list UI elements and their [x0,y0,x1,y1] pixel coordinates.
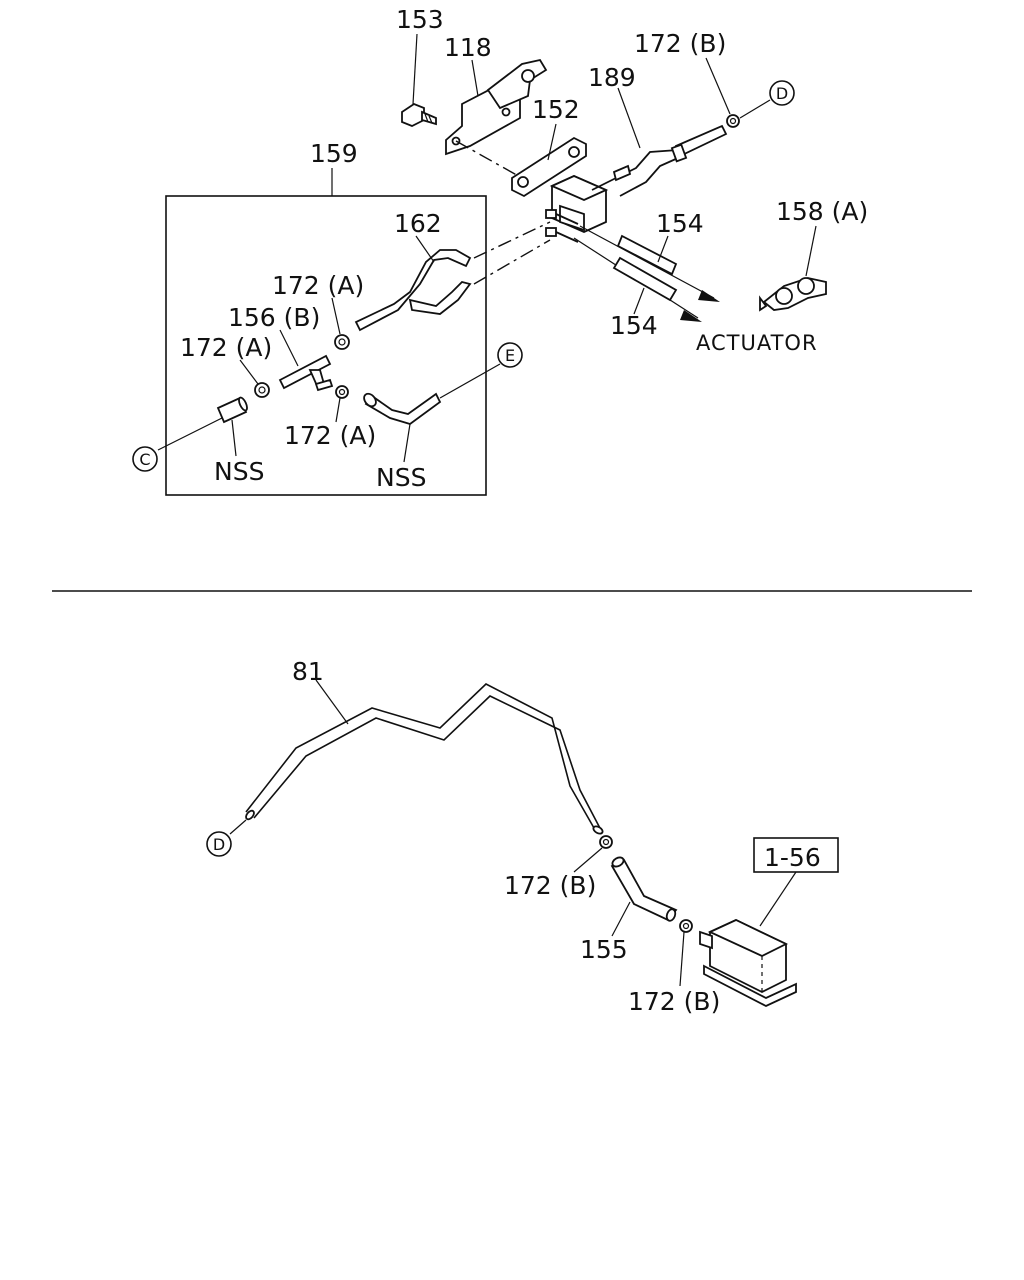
label-172b-bottom: 172 (B) [628,987,720,1016]
label-162: 162 [394,209,442,238]
svg-text:E: E [505,346,515,365]
leader-156b [279,329,299,367]
label-172a-3: 172 (A) [284,421,376,450]
marker-e: E [497,342,523,368]
leader-172a-3 [335,397,341,423]
hose-155 [610,856,678,922]
plate-152 [511,136,587,198]
label-156b: 156 (B) [228,303,320,332]
label-154-a: 154 [656,209,704,238]
leader-172b-top [705,57,731,115]
leader-172b-mid [573,847,603,873]
leader-172a-2 [239,359,259,385]
hose-189 [591,124,728,197]
hose-nss-right [363,392,442,425]
leader-nss-left [231,419,237,457]
label-189: 189 [588,63,636,92]
clamp-172a-1 [334,334,350,350]
marker-d-top: D [769,80,795,106]
hose-154-upper [579,225,720,302]
leader-158a [805,225,817,277]
leader-nss-right [403,423,411,463]
t-fitting-156b [278,354,334,392]
leader-d-top [739,99,771,119]
label-118: 118 [444,33,492,62]
label-172b-mid: 172 (B) [504,871,596,900]
hose-nss-left [216,396,248,424]
label-81: 81 [292,657,324,686]
leader-c [157,417,223,451]
leader-e [439,363,501,399]
dashline-162-lower [473,239,551,285]
svg-text:C: C [139,450,150,469]
hose-154-lower [573,237,702,322]
leader-154-b [633,287,645,315]
label-154-b: 154 [610,311,658,340]
group-box-159 [165,195,487,496]
svg-text:D: D [213,835,225,854]
bracket-118 [445,58,548,156]
label-153: 153 [396,5,444,34]
leader-162 [415,235,435,263]
svg-text:D: D [776,84,788,103]
label-172b-top: 172 (B) [634,29,726,58]
solenoid-valve-block [545,175,609,243]
clamp-172b-mid [599,835,613,849]
label-actuator: ACTUATOR [696,331,818,355]
y-hose-162 [354,249,472,332]
bolt-153 [401,102,437,127]
label-159: 159 [310,139,358,168]
leader-118 [471,59,479,97]
leader-152 [547,123,557,161]
marker-c: C [132,446,158,472]
leader-154-a [657,235,669,263]
canister-1-56 [699,919,797,1008]
leader-155 [611,901,631,937]
marker-d-bottom: D [206,831,232,857]
leader-81 [315,679,349,725]
label-152: 152 [532,95,580,124]
clip-158a [759,277,827,312]
label-158a: 158 (A) [776,197,868,226]
label-ref-1-56: 1-56 [764,843,821,872]
clamp-172b-bottom [679,919,693,933]
pipe-81 [245,683,604,835]
clamp-172a-2 [254,382,270,398]
leader-1-56 [759,871,797,927]
dashline-bracket-plate [455,140,523,179]
label-nss-right: NSS [376,463,426,492]
label-155: 155 [580,935,628,964]
leader-189 [617,87,641,149]
leader-172b-bottom [679,931,685,987]
leader-d-bottom [229,819,247,835]
clamp-172b-top [726,114,740,128]
label-172a-1: 172 (A) [272,271,364,300]
leader-153 [412,33,418,105]
label-172a-2: 172 (A) [180,333,272,362]
clamp-172a-3 [335,385,349,399]
leader-172a-1 [331,297,341,335]
label-nss-left: NSS [214,457,264,486]
